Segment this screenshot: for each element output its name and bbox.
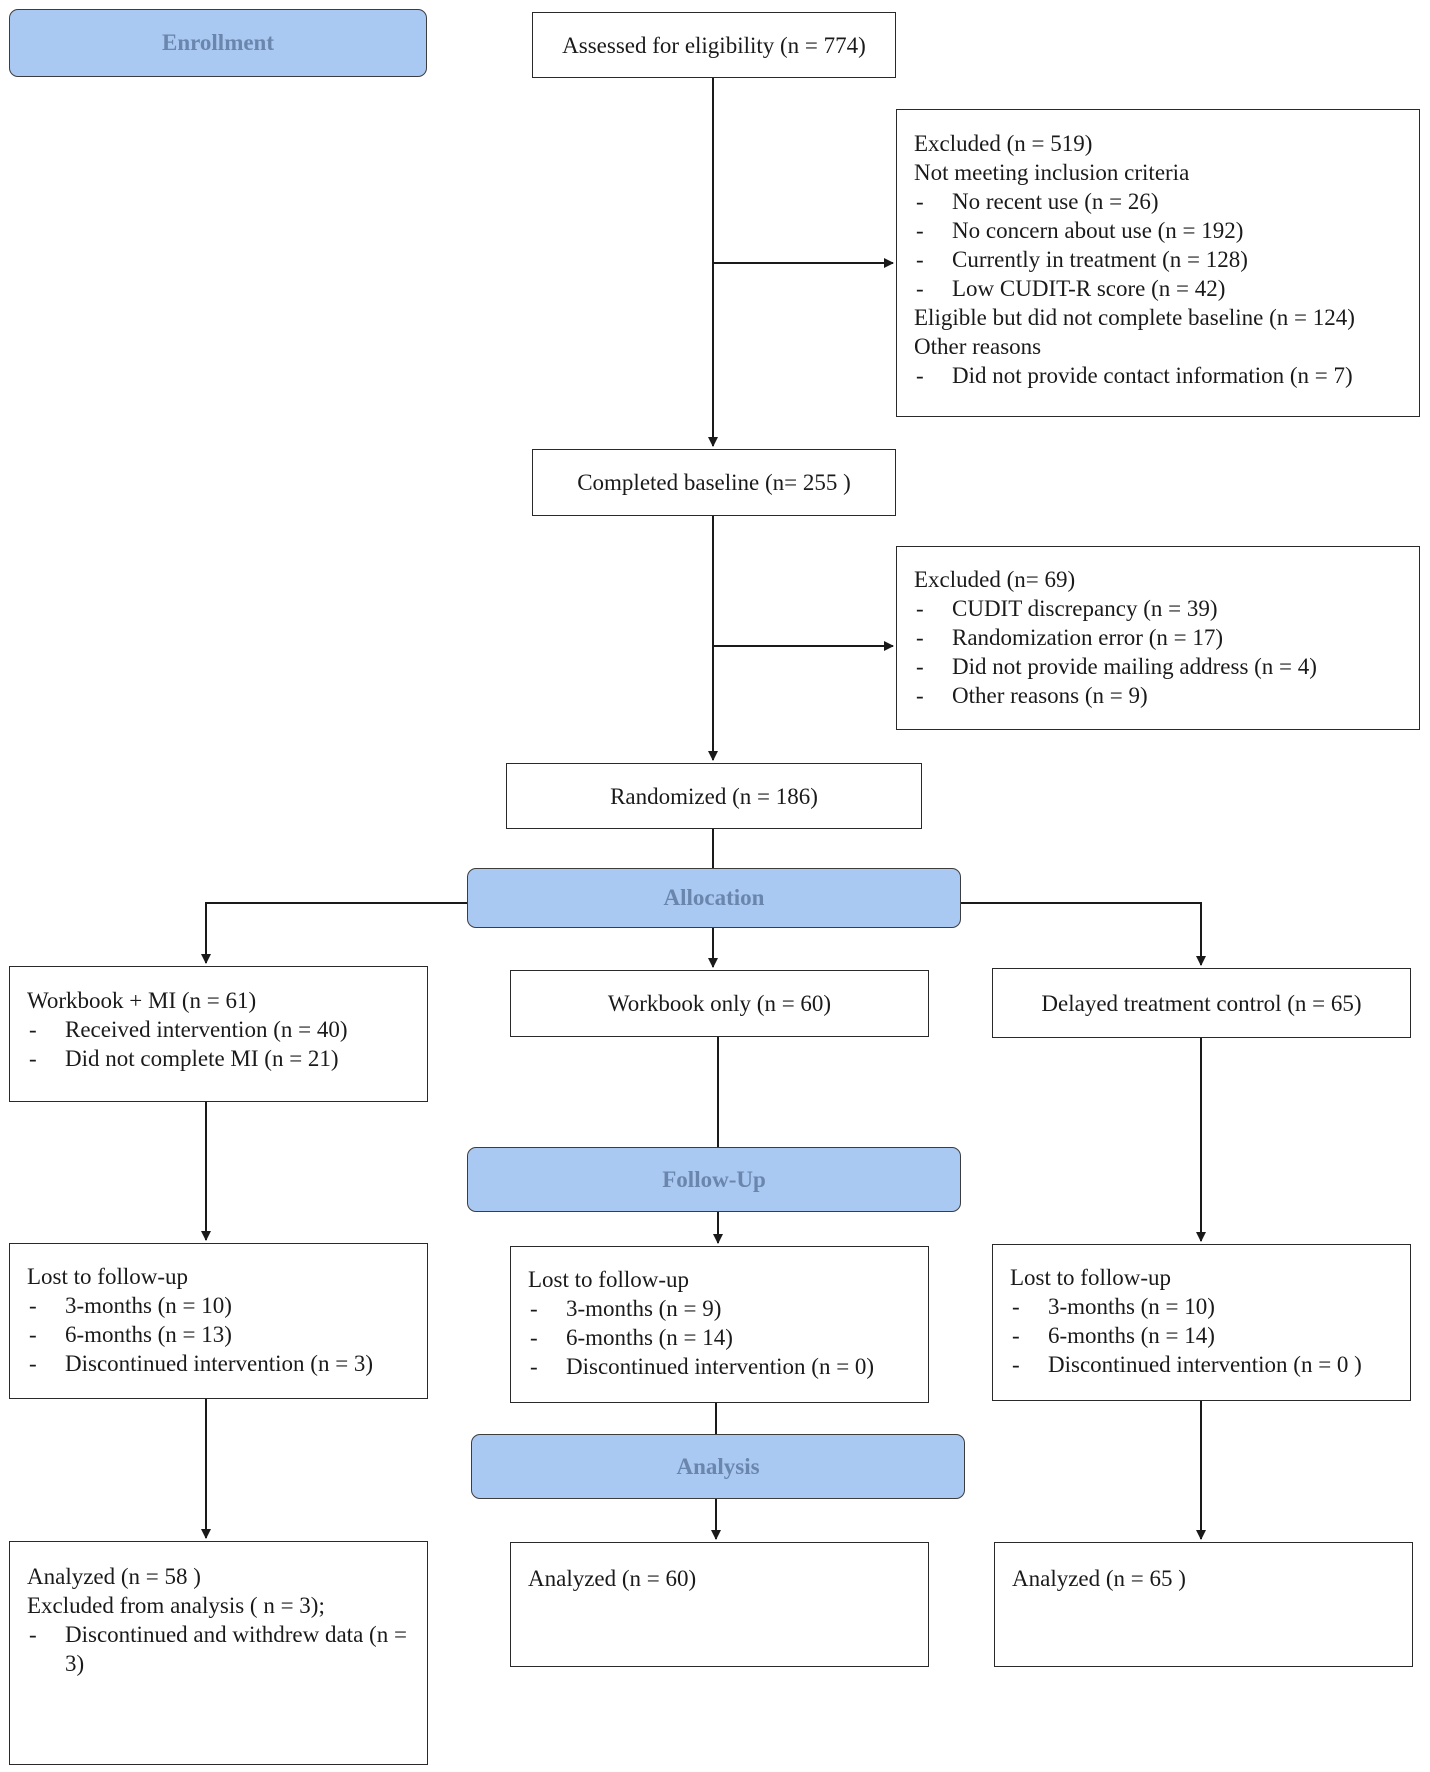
assessed-text: Assessed for eligibility (n = 774) — [562, 32, 866, 58]
alloc-left-title: Workbook + MI (n = 61) — [27, 988, 257, 1013]
randomized-text: Randomized (n = 186) — [610, 783, 818, 809]
excluded-69-title: Excluded (n= 69) — [914, 567, 1076, 592]
stage-enrollment: Enrollment — [9, 9, 427, 77]
arrow-allocation-left — [201, 902, 467, 964]
list-item: -Discontinued and withdrew data (n = 3) — [29, 1622, 407, 1676]
assessed-box: Assessed for eligibility (n = 774) — [532, 12, 896, 78]
arrow-allocation-right — [961, 902, 1206, 966]
list-item: -Received intervention (n = 40) — [29, 1017, 348, 1042]
completed-box: Completed baseline (n= 255 ) — [532, 449, 896, 516]
excluded-69-box: Excluded (n= 69) -CUDIT discrepancy (n =… — [896, 546, 1420, 730]
stage-analysis-label: Analysis — [676, 1453, 760, 1479]
list-item: -No recent use (n = 26) — [916, 189, 1159, 214]
analyzed-mid-text: Analyzed (n = 60) — [528, 1566, 697, 1591]
lost-left-box: Lost to follow-up -3-months (n = 10) -6-… — [9, 1243, 428, 1399]
stage-allocation: Allocation — [467, 868, 961, 928]
list-item: -6-months (n = 13) — [29, 1322, 232, 1347]
excluded-519-eligible: Eligible but did not complete baseline (… — [914, 305, 1355, 330]
alloc-mid-text: Workbook only (n = 60) — [607, 991, 832, 1016]
list-item: -3-months (n = 10) — [29, 1293, 232, 1318]
list-item: -3-months (n = 9) — [530, 1296, 722, 1321]
list-item: -Currently in treatment (n = 128) — [916, 247, 1248, 272]
lost-right-box: Lost to follow-up -3-months (n = 10) -6-… — [992, 1244, 1411, 1401]
stage-follow-up-label: Follow-Up — [662, 1166, 766, 1192]
alloc-right-box: Delayed treatment control (n = 65) — [992, 968, 1411, 1038]
list-item: -Did not provide mailing address (n = 4) — [916, 654, 1317, 679]
list-item: -Did not provide contact information (n … — [916, 363, 1353, 388]
alloc-right-text: Delayed treatment control (n = 65) — [1041, 990, 1362, 1016]
completed-text: Completed baseline (n= 255 ) — [577, 470, 851, 495]
excluded-519-box: Excluded (n = 519) Not meeting inclusion… — [896, 109, 1420, 417]
excluded-519-title: Excluded (n = 519) — [914, 131, 1093, 156]
list-item: -Discontinued intervention (n = 3) — [29, 1351, 374, 1376]
alloc-mid-box: Workbook only (n = 60) — [510, 970, 929, 1037]
list-item: -Did not complete MI (n = 21) — [29, 1046, 339, 1071]
analyzed-mid-box: Analyzed (n = 60) — [510, 1542, 929, 1667]
list-item: -Other reasons (n = 9) — [916, 683, 1148, 708]
randomized-box: Randomized (n = 186) — [506, 763, 922, 829]
stage-enrollment-label: Enrollment — [161, 30, 275, 55]
list-item: -Low CUDIT-R score (n = 42) — [916, 276, 1226, 301]
alloc-left-box: Workbook + MI (n = 61) -Received interve… — [9, 966, 428, 1102]
list-item: -Discontinued intervention (n = 0 ) — [1012, 1352, 1362, 1377]
excluded-519-subtitle: Not meeting inclusion criteria — [914, 160, 1190, 185]
list-item: -3-months (n = 10) — [1012, 1294, 1215, 1319]
list-item: -CUDIT discrepancy (n = 39) — [916, 596, 1218, 621]
excluded-519-other-title: Other reasons — [914, 334, 1042, 359]
list-item: -No concern about use (n = 192) — [916, 218, 1244, 243]
list-item: -Discontinued intervention (n = 0) — [530, 1354, 875, 1379]
stage-analysis: Analysis — [471, 1434, 965, 1499]
analyzed-right-text: Analyzed (n = 65 ) — [1012, 1566, 1186, 1591]
analyzed-left-box: Analyzed (n = 58 ) Excluded from analysi… — [9, 1541, 428, 1765]
analyzed-right-box: Analyzed (n = 65 ) — [994, 1542, 1413, 1667]
lost-right-title: Lost to follow-up — [1010, 1265, 1171, 1290]
list-item: -6-months (n = 14) — [1012, 1323, 1215, 1348]
lost-mid-box: Lost to follow-up -3-months (n = 9) -6-m… — [510, 1246, 929, 1403]
list-item: -6-months (n = 14) — [530, 1325, 733, 1350]
analyzed-left-excluded: Excluded from analysis ( n = 3); — [27, 1593, 325, 1618]
stage-allocation-label: Allocation — [663, 885, 765, 910]
lost-mid-title: Lost to follow-up — [528, 1267, 689, 1292]
lost-left-title: Lost to follow-up — [27, 1264, 188, 1289]
stage-follow-up: Follow-Up — [467, 1147, 961, 1212]
list-item: -Randomization error (n = 17) — [916, 625, 1224, 650]
analyzed-left-title: Analyzed (n = 58 ) — [27, 1564, 201, 1589]
